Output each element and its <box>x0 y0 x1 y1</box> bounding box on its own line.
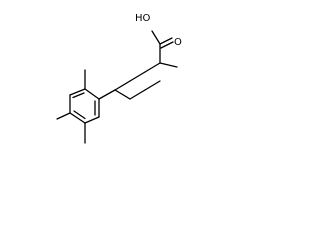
c-o-double-bond-inner <box>160 41 174 49</box>
ring-bond <box>144 62 161 73</box>
mesityl-ring <box>69 88 100 124</box>
ring-double-bond <box>73 110 86 120</box>
cyclohexane-ring <box>114 62 161 100</box>
c-oh-bond <box>151 30 161 45</box>
methyl-bond-quaternary <box>159 62 178 68</box>
carbonyl-oxygen-label: O <box>174 37 182 48</box>
ring-bond <box>129 71 146 82</box>
ring-bond <box>114 80 131 91</box>
hydroxyl-label: HO <box>135 13 151 24</box>
molecule-drawing: HO O <box>56 13 182 144</box>
ring-bond <box>69 88 86 96</box>
structure-diagram: HO O <box>0 0 224 159</box>
ring-bond <box>114 89 131 100</box>
ring-double-bond <box>72 92 85 99</box>
aryl-cyclohexyl-bond <box>98 89 116 100</box>
ring-bond <box>84 88 100 100</box>
methyl-bond-para <box>56 112 71 120</box>
ring-bond <box>129 89 146 100</box>
c-o-double-bond <box>159 37 173 45</box>
ring-bond <box>144 80 161 91</box>
ring-bond <box>84 116 100 124</box>
ring-bond <box>69 112 86 124</box>
